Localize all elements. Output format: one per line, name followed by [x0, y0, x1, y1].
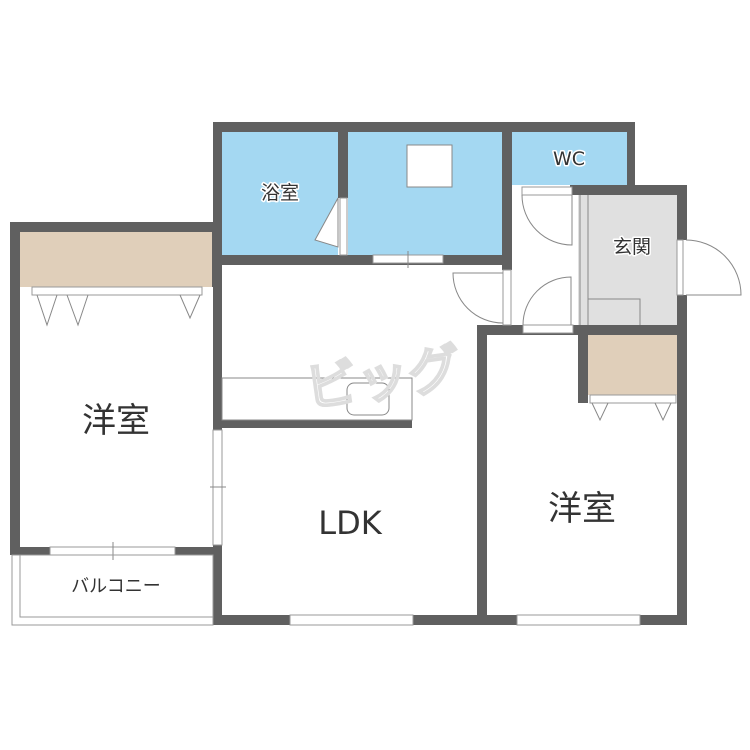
kitchen-counter: [221, 377, 413, 421]
label-bathroom: 浴室: [261, 182, 299, 204]
label-balcony: バルコニー: [71, 576, 161, 597]
entrance-floor: [578, 195, 677, 325]
wc-floor: [512, 132, 627, 185]
closet-right: [588, 335, 677, 395]
washing-machine-pan: [406, 144, 453, 188]
label-ldk: LDK: [318, 504, 382, 542]
closet-left: [20, 232, 212, 287]
door-swings: [36, 194, 742, 560]
label-western-room-right: 洋室: [548, 489, 616, 529]
label-entrance: 玄関: [613, 236, 651, 258]
kitchen-sink: [346, 382, 390, 416]
watermark-logo: ビッグ: [302, 339, 465, 420]
label-western-room-left: 洋室: [82, 401, 150, 441]
label-wc: WC: [553, 148, 585, 170]
balcony: [11, 554, 214, 626]
